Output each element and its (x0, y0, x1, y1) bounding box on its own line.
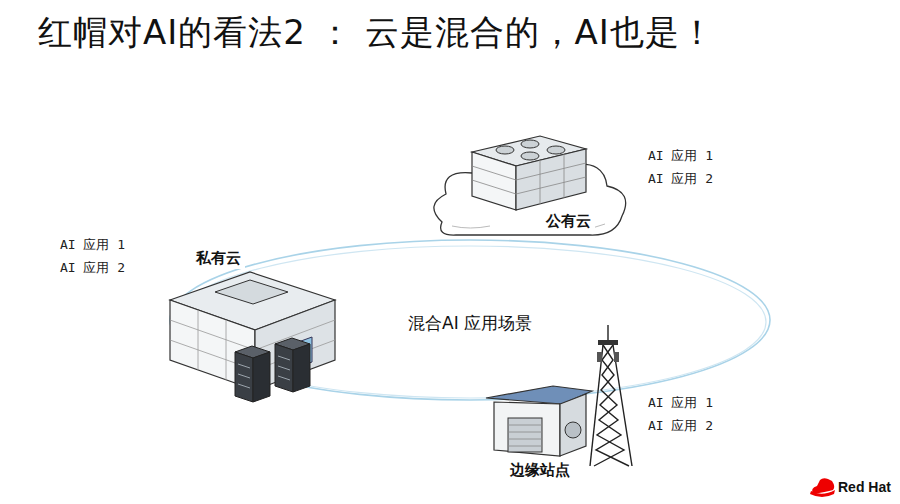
private-cloud: 私有云 (192, 248, 245, 269)
edge-site: 边缘站点 (506, 460, 574, 481)
app-label: AI 应用 2 (648, 417, 713, 435)
public-cloud: 公有云 (542, 211, 595, 232)
app-label: AI 应用 1 (648, 147, 713, 165)
node-label: 边缘站点 (510, 461, 570, 480)
node-label: 公有云 (546, 212, 591, 231)
app-label: AI 应用 1 (60, 236, 125, 254)
node-label: 混合AI 应用场景 (408, 312, 532, 335)
app-label: AI 应用 1 (648, 394, 713, 412)
node-label: 私有云 (196, 249, 241, 268)
hybrid-ring: 混合AI 应用场景 (404, 311, 536, 336)
slide-title: 红帽对AI的看法2 ： 云是混合的，AI也是！ (38, 10, 715, 56)
app-label: AI 应用 2 (648, 170, 713, 188)
brand-logo-text: Red Hat (838, 479, 891, 495)
app-label: AI 应用 2 (60, 259, 125, 277)
